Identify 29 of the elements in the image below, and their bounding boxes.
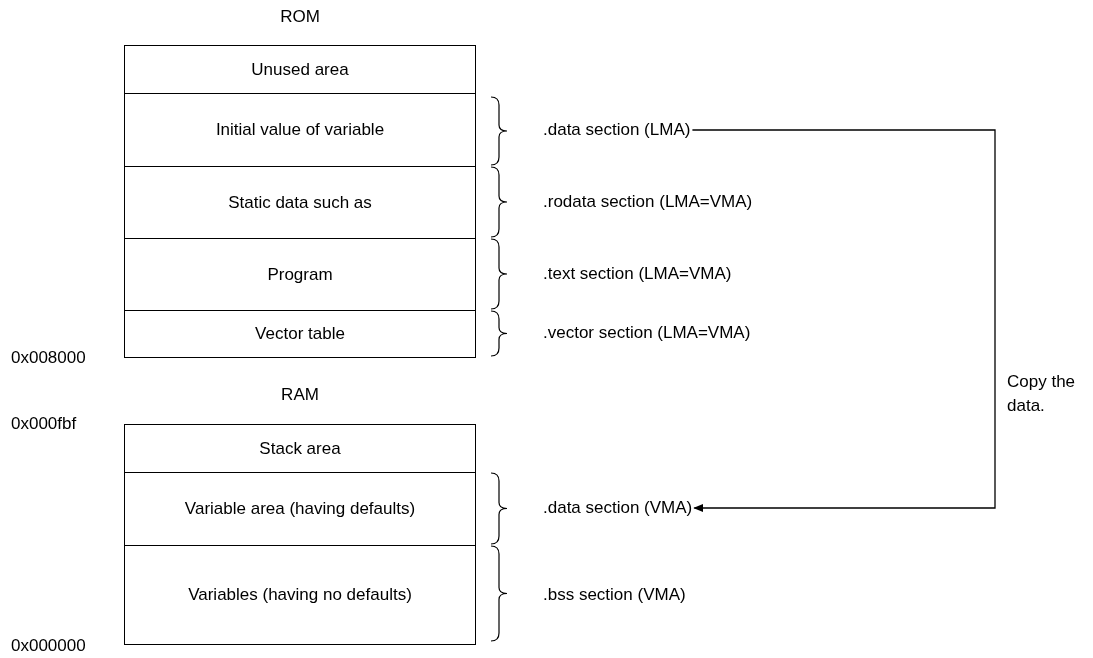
region-label: Vector table	[255, 324, 345, 344]
address-label: 0x008000	[11, 348, 86, 368]
section-label: .data section (LMA)	[543, 120, 691, 140]
section-label: .rodata section (LMA=VMA)	[543, 192, 753, 212]
region-label: Stack area	[259, 438, 341, 459]
section-label: .data section (VMA)	[543, 498, 693, 518]
edge-label: Copy the data.	[1007, 371, 1077, 417]
memory-title: RAM	[281, 385, 319, 405]
memory-region-box	[124, 166, 476, 239]
region-label: Unused area	[251, 59, 349, 80]
arrow	[691, 129, 996, 512]
section-label: .vector section (LMA=VMA)	[543, 323, 751, 343]
memory-region-box	[124, 310, 476, 358]
section-label: .text section (LMA=VMA)	[543, 264, 732, 284]
memory-title: ROM	[280, 7, 320, 27]
memory-region-box	[124, 545, 476, 645]
address-label: 0x000000	[11, 636, 86, 656]
region-label: Variable area (having defaults)	[184, 499, 416, 519]
memory-region-box	[124, 424, 476, 473]
address-label: 0x000fbf	[11, 414, 77, 434]
memory-region-box	[124, 472, 476, 546]
memory-region-box	[124, 45, 476, 94]
region-label: Static data such as	[228, 192, 372, 213]
region-label: Variables (having no defaults)	[188, 585, 412, 605]
section-label: .bss section (VMA)	[543, 585, 686, 605]
region-label: Program	[267, 264, 333, 285]
memory-region-box	[124, 238, 476, 311]
region-label: Initial value of variable	[215, 120, 385, 140]
memory-region-box	[124, 93, 476, 167]
